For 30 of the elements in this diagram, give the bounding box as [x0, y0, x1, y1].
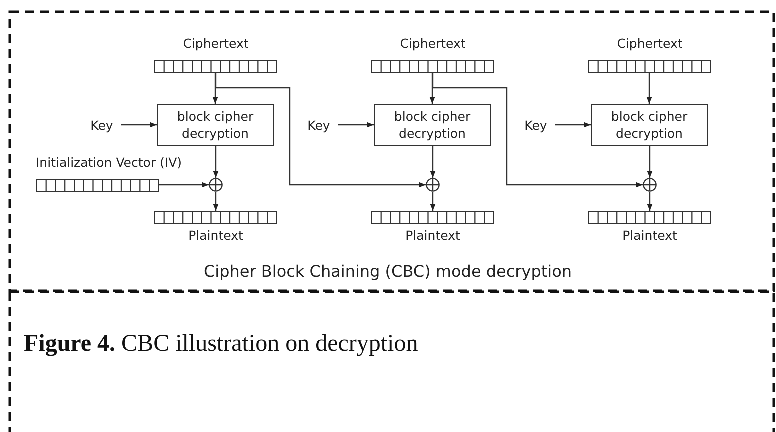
arrow: [647, 146, 653, 178]
key-label: Key: [303, 118, 335, 134]
key-label: Key: [520, 118, 552, 134]
arrow: [646, 73, 652, 104]
register-label: Plaintext: [622, 228, 678, 244]
arrow: [213, 192, 219, 211]
diagram-title: Cipher Block Chaining (CBC) mode decryption: [202, 262, 574, 281]
arrow: [121, 122, 157, 128]
arrow: [430, 146, 436, 178]
arrow: [555, 122, 591, 128]
register-label: Plaintext: [404, 228, 462, 244]
figure-caption: Figure 4. CBC illustration on decryption: [24, 330, 420, 358]
arrow: [215, 73, 426, 188]
arrow: [338, 122, 374, 128]
register-label: Ciphertext: [616, 36, 684, 52]
arrow: [432, 73, 643, 188]
register-label: Initialization Vector (IV): [36, 155, 182, 171]
process-box: block cipher decryption: [374, 104, 491, 146]
register-label: Plaintext: [188, 228, 244, 244]
key-label: Key: [86, 118, 118, 134]
arrow: [213, 146, 219, 178]
arrow: [647, 192, 653, 211]
register-label: Ciphertext: [182, 36, 250, 52]
process-box: block cipher decryption: [157, 104, 274, 146]
process-box: block cipher decryption: [591, 104, 708, 146]
arrow: [212, 73, 218, 104]
register-label: Ciphertext: [399, 36, 467, 52]
arrow: [159, 182, 209, 188]
arrow: [430, 192, 436, 211]
arrow: [430, 73, 436, 104]
